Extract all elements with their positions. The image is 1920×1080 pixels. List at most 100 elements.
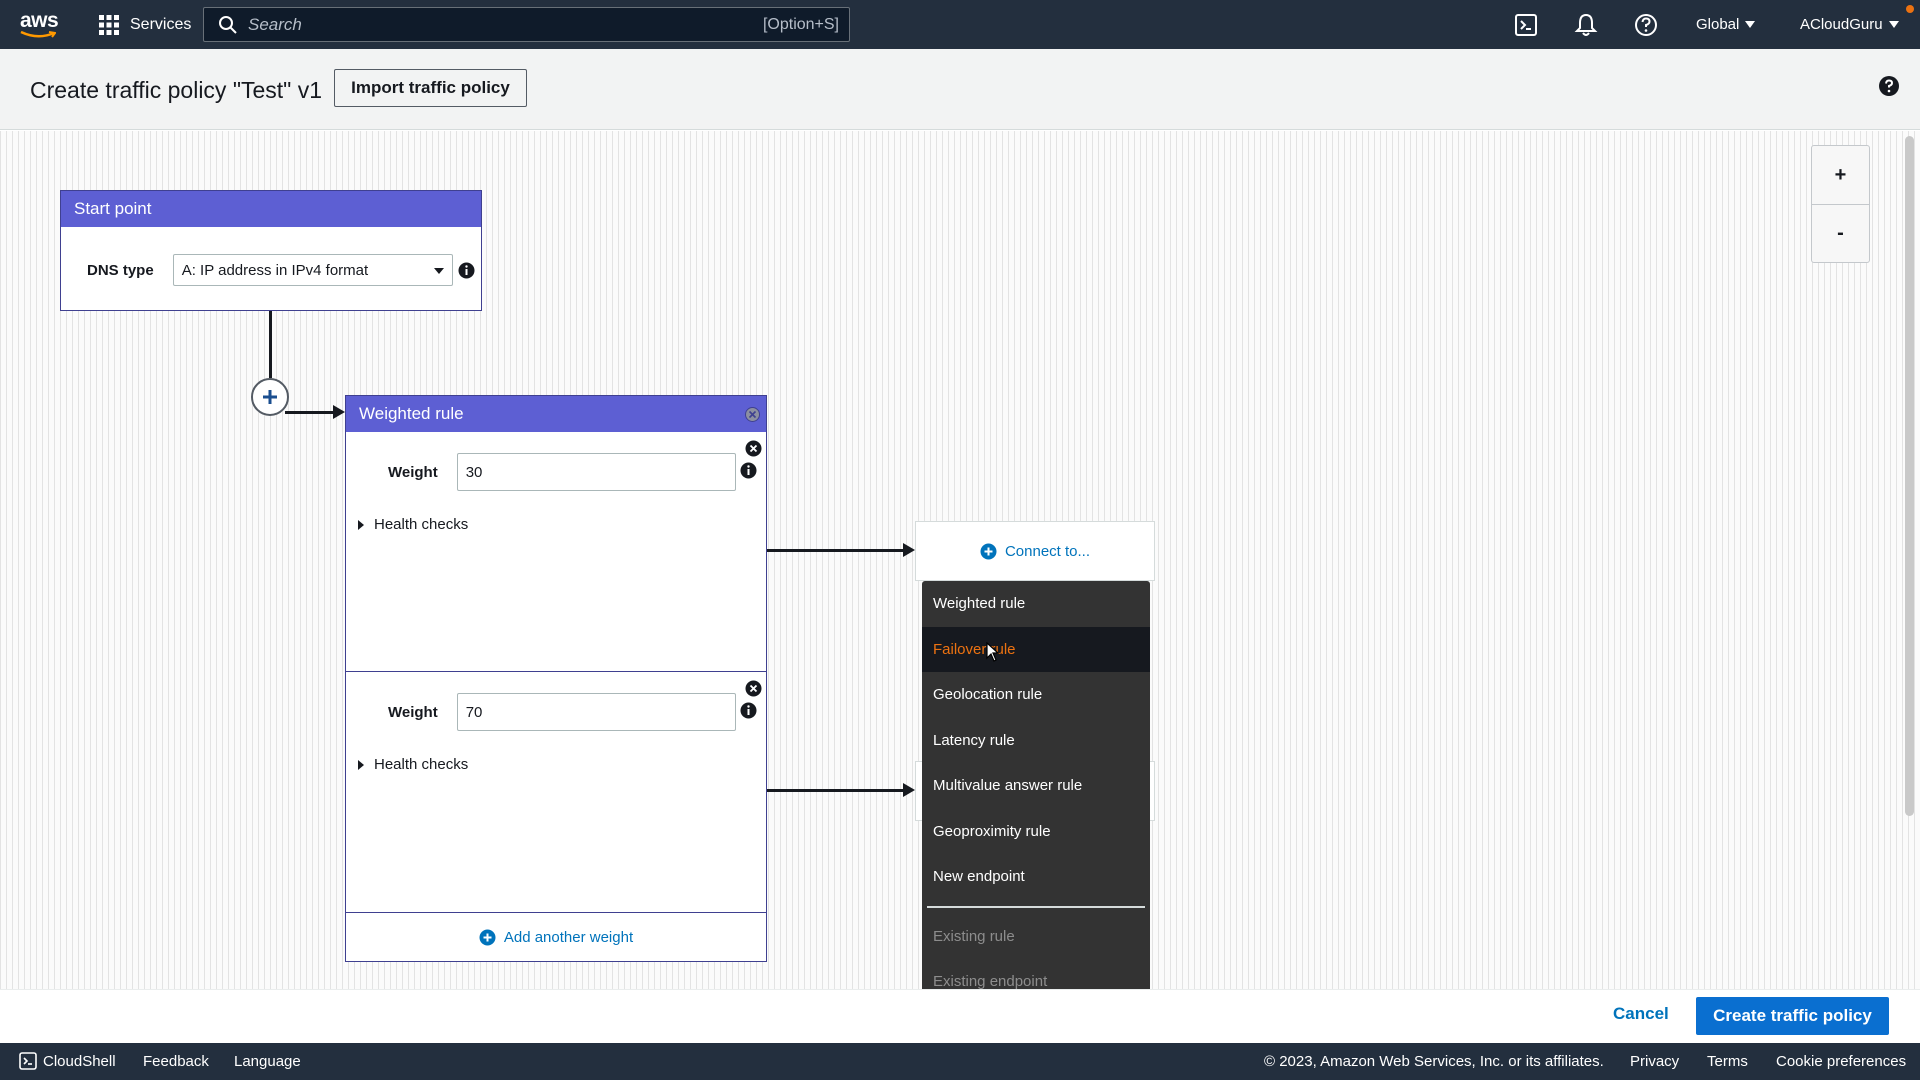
weight-row: Weight 70 — [388, 693, 757, 731]
weight-row: Weight 30 — [388, 453, 757, 491]
search-icon — [219, 15, 237, 34]
menu-item-existing-endpoint: Existing endpoint — [933, 973, 1048, 989]
create-traffic-policy-button[interactable]: Create traffic policy — [1696, 997, 1889, 1035]
weight-label: Weight — [388, 703, 438, 721]
connect-to-label: Connect to... — [1004, 542, 1091, 560]
connector-line — [285, 411, 335, 414]
search-shortcut: [Option+S] — [762, 15, 839, 33]
footer-language-link[interactable]: Language — [234, 1053, 301, 1070]
notification-dot — [1906, 5, 1914, 13]
dns-type-row: DNS type A: IP address in IPv4 format — [87, 254, 475, 286]
footer-privacy-link[interactable]: Privacy — [1630, 1053, 1680, 1070]
cloudshell-icon[interactable] — [1513, 12, 1539, 38]
info-icon[interactable] — [740, 702, 757, 719]
add-another-weight-button[interactable]: Add another weight — [346, 912, 766, 962]
info-icon[interactable] — [740, 462, 757, 479]
policy-canvas[interactable]: + - Start point DNS type A: IP address i… — [0, 131, 1920, 989]
aws-logo-text: aws — [20, 9, 59, 32]
weight-section: Weight 30 Health checks — [346, 432, 766, 672]
chevron-down-icon — [1888, 21, 1899, 28]
action-bar: Cancel Create traffic policy — [0, 989, 1920, 1043]
caret-down-icon — [433, 268, 444, 274]
connect-to-dropdown-menu: Weighted rule Failover rule Geolocation … — [922, 581, 1150, 989]
menu-item-failover-rule[interactable]: Failover rule — [922, 626, 1150, 672]
health-checks-toggle[interactable]: Health checks — [358, 516, 468, 533]
cloudshell-label: CloudShell — [43, 1052, 116, 1070]
cancel-button[interactable]: Cancel — [1613, 1004, 1669, 1023]
import-traffic-policy-button[interactable]: Import traffic policy — [334, 69, 527, 107]
chevron-down-icon — [1745, 21, 1756, 28]
page-header: Create traffic policy "Test" v1 Import t… — [0, 49, 1920, 130]
zoom-in-button[interactable]: + — [1834, 163, 1847, 186]
health-checks-label: Health checks — [374, 516, 469, 533]
weight-input[interactable]: 30 — [456, 453, 736, 491]
aws-logo[interactable]: aws — [20, 9, 60, 39]
caret-right-icon — [358, 759, 364, 770]
weight-section: Weight 70 Health checks — [346, 672, 766, 912]
info-help-icon[interactable] — [1878, 75, 1900, 97]
add-rule-button[interactable] — [251, 378, 289, 416]
footer-terms-link[interactable]: Terms — [1707, 1053, 1748, 1070]
page-title: Create traffic policy "Test" v1 — [30, 77, 323, 103]
connector-line — [269, 311, 272, 378]
footer-cloudshell-link[interactable]: CloudShell — [19, 1052, 116, 1070]
arrow-head — [903, 783, 915, 797]
menu-item-new-endpoint[interactable]: New endpoint — [933, 868, 1025, 886]
aws-smile-icon — [20, 31, 56, 38]
grid-icon — [99, 14, 119, 35]
caret-right-icon — [358, 519, 364, 530]
dns-type-select[interactable]: A: IP address in IPv4 format — [172, 254, 453, 286]
health-checks-toggle[interactable]: Health checks — [358, 756, 468, 773]
cloudshell-icon — [19, 1052, 37, 1070]
remove-weight-icon[interactable] — [745, 440, 762, 457]
connector-line — [767, 549, 905, 552]
add-weight-label: Add another weight — [503, 929, 634, 946]
vertical-scrollbar[interactable] — [1905, 136, 1914, 816]
footer-cookie-preferences-link[interactable]: Cookie preferences — [1776, 1053, 1907, 1070]
start-point-title: Start point — [61, 191, 481, 227]
weighted-rule-box: Weighted rule Weight 30 Health checks We… — [345, 395, 767, 962]
connect-to-button[interactable]: Connect to... — [915, 521, 1155, 581]
remove-weight-icon[interactable] — [745, 680, 762, 697]
menu-item-weighted-rule[interactable]: Weighted rule — [933, 595, 1026, 613]
zoom-out-button[interactable]: - — [1812, 204, 1869, 262]
menu-item-geolocation-rule[interactable]: Geolocation rule — [933, 686, 1043, 704]
menu-item-existing-rule: Existing rule — [933, 927, 1015, 945]
weight-input[interactable]: 70 — [456, 693, 736, 731]
connector-line — [767, 789, 905, 792]
dns-type-value: A: IP address in IPv4 format — [181, 261, 369, 279]
account-label: ACloudGuru — [1800, 16, 1883, 33]
region-label: Global — [1696, 16, 1740, 33]
add-circle-icon — [980, 543, 997, 559]
info-icon[interactable] — [458, 262, 475, 279]
start-point-box: Start point DNS type A: IP address in IP… — [60, 190, 482, 311]
weighted-rule-title: Weighted rule — [359, 404, 464, 423]
menu-item-latency-rule[interactable]: Latency rule — [933, 731, 1015, 749]
footer: CloudShell Feedback Language © 2023, Ama… — [0, 1043, 1920, 1080]
search-placeholder: Search — [248, 14, 302, 34]
services-menu-button[interactable]: Services — [98, 0, 191, 49]
footer-copyright: © 2023, Amazon Web Services, Inc. or its… — [1264, 1053, 1604, 1070]
help-circle-icon[interactable] — [1633, 12, 1659, 38]
close-rule-icon[interactable] — [744, 406, 761, 423]
weight-label: Weight — [388, 463, 438, 481]
bell-icon[interactable] — [1573, 12, 1599, 38]
footer-feedback-link[interactable]: Feedback — [143, 1053, 209, 1070]
account-menu[interactable]: ACloudGuru — [1800, 0, 1899, 49]
menu-item-multivalue-answer-rule[interactable]: Multivalue answer rule — [933, 777, 1083, 795]
services-label: Services — [130, 15, 192, 33]
zoom-controls: + - — [1811, 145, 1870, 263]
arrow-head — [333, 405, 345, 419]
menu-divider — [927, 905, 1145, 908]
health-checks-label: Health checks — [374, 756, 469, 773]
dns-type-label: DNS type — [87, 261, 154, 279]
plus-icon — [263, 390, 277, 404]
weighted-rule-header: Weighted rule — [346, 396, 766, 432]
top-navigation: aws Services Search [Option+S] Global AC… — [0, 0, 1920, 49]
menu-item-geoproximity-rule[interactable]: Geoproximity rule — [933, 822, 1051, 840]
mouse-cursor-icon — [986, 642, 1000, 662]
arrow-head — [903, 543, 915, 557]
add-circle-icon — [479, 929, 496, 946]
search-input[interactable]: Search [Option+S] — [203, 7, 850, 42]
region-selector[interactable]: Global — [1696, 0, 1756, 49]
